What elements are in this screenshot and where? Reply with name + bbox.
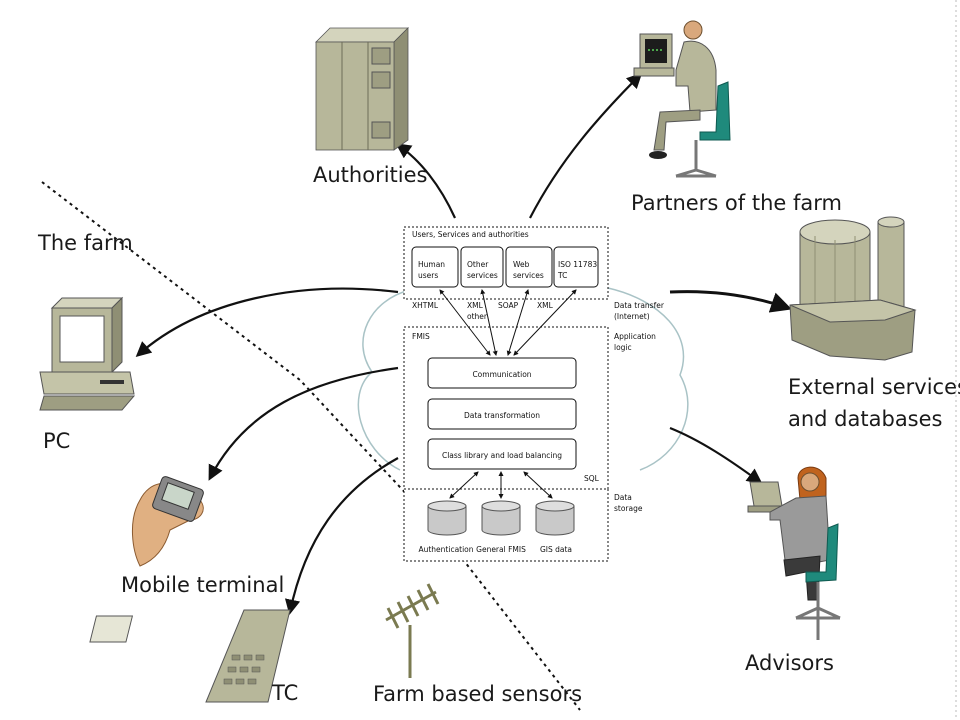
svg-text:TC: TC (557, 271, 567, 280)
note-app-logic-1: Application (614, 332, 656, 341)
note-data-transfer-1: Data transfer (614, 301, 665, 310)
protocol-xml-other-1: XML (467, 301, 484, 310)
svg-text:ISO 11783: ISO 11783 (558, 260, 597, 269)
users-section-title: Users, Services and authorities (412, 230, 529, 239)
arrow-to-tc (284, 457, 399, 616)
label-the-farm: The farm (37, 231, 133, 255)
label-external-1: External services (788, 375, 960, 399)
label-tc: TC (271, 681, 298, 705)
svg-text:Other: Other (467, 260, 489, 269)
protocol-xhtml: XHTML (412, 301, 439, 310)
label-farm-sensors: Farm based sensors (373, 682, 582, 706)
user-box-other-services: Other services (460, 246, 504, 288)
label-advisors: Advisors (745, 651, 834, 675)
arrow-to-pc (135, 287, 399, 358)
database-gis: GIS data (535, 500, 575, 554)
svg-text:Communication: Communication (472, 370, 531, 379)
protocol-xml: XML (537, 301, 554, 310)
label-partners: Partners of the farm (631, 191, 842, 215)
arrow-to-advisors (669, 426, 763, 484)
arrow-to-partners (529, 72, 643, 219)
layer-data-transformation: Data transformation (427, 398, 577, 430)
svg-text:Data transformation: Data transformation (464, 411, 540, 420)
note-app-logic-2: logic (614, 343, 632, 352)
sensor-antenna-icon (385, 583, 440, 678)
pc-computer-icon (39, 296, 136, 411)
authorities-cabinet-icon (315, 27, 409, 151)
svg-text:General FMIS: General FMIS (476, 545, 526, 554)
arrow-to-mobile (208, 366, 399, 481)
label-mobile-terminal: Mobile terminal (121, 573, 284, 597)
fmis-architecture-box: Users, Services and authorities Human us… (403, 226, 609, 562)
svg-text:Human: Human (418, 260, 445, 269)
note-data-transfer-2: (Internet) (614, 312, 650, 321)
external-databases-icon (789, 216, 917, 361)
database-general-fmis: General FMIS (476, 500, 526, 554)
note-data-storage-1: Data (614, 493, 632, 502)
farm-boundary-line (41, 181, 581, 711)
user-box-human: Human users (411, 246, 459, 288)
svg-text:services: services (467, 271, 498, 280)
arrow-to-external (669, 290, 792, 313)
layer-communication: Communication (427, 357, 577, 389)
advisor-person-icon (747, 466, 841, 640)
arrow-to-authorities (395, 143, 457, 219)
protocol-soap: SOAP (498, 301, 519, 310)
svg-text:Authentication: Authentication (418, 545, 473, 554)
svg-text:users: users (418, 271, 438, 280)
sql-label: SQL (584, 474, 600, 483)
connection-arrows (135, 72, 792, 616)
svg-text:Web: Web (513, 260, 530, 269)
tc-terminal-icon (89, 609, 291, 703)
protocol-xml-other-2: other (467, 312, 488, 321)
user-box-iso-tc: ISO 11783 TC (553, 246, 599, 288)
mobile-terminal-icon (131, 476, 204, 567)
layer-class-library: Class library and load balancing (427, 438, 577, 470)
label-authorities: Authorities (313, 163, 427, 187)
label-external-2: and databases (788, 407, 943, 431)
user-box-web-services: Web services (505, 246, 553, 288)
database-authentication: Authentication (418, 500, 474, 554)
partners-person-icon (633, 20, 731, 178)
svg-text:Class library and load balanci: Class library and load balancing (442, 451, 562, 460)
inner-arrows (439, 289, 577, 499)
fmis-section-title: FMIS (412, 332, 430, 341)
label-pc: PC (43, 429, 70, 453)
svg-text:GIS data: GIS data (540, 545, 572, 554)
note-data-storage-2: storage (614, 504, 643, 513)
svg-text:services: services (513, 271, 544, 280)
